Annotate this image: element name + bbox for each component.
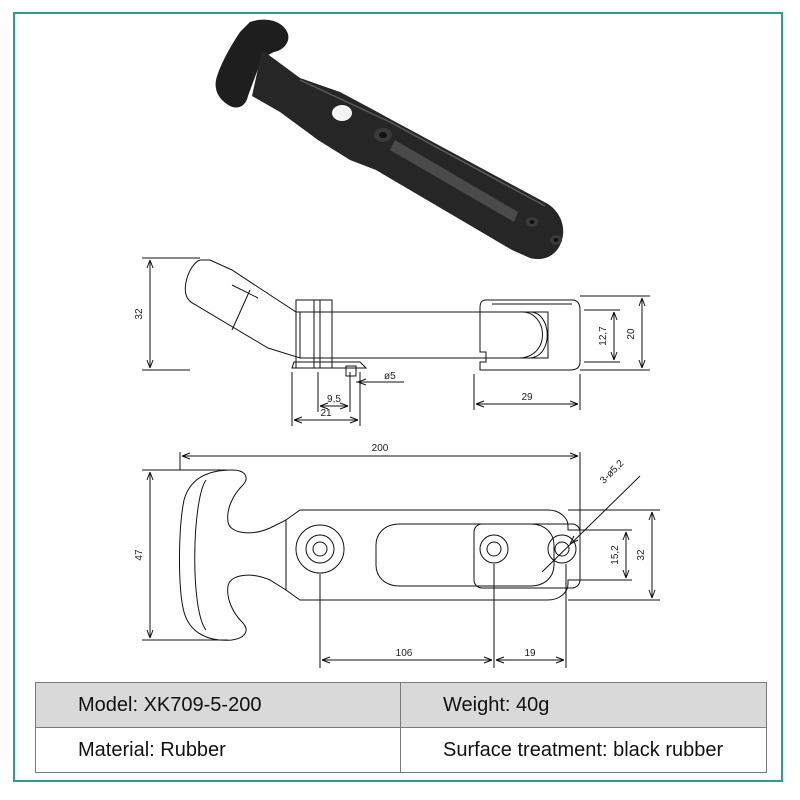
dim-label-15-2: 15,2: [610, 545, 621, 565]
dim-line: [568, 509, 660, 601]
spec-weight: Weight: 40g: [400, 682, 767, 728]
dim-label-29: 29: [521, 392, 533, 403]
dim-line: [179, 452, 581, 530]
dim-arrow: [146, 471, 154, 639]
side-view: [142, 257, 650, 426]
dim-label-hole-callout: 3-ø5,2: [598, 458, 627, 487]
dim-label-200: 200: [372, 443, 389, 454]
dim-arrow: [146, 259, 154, 369]
dim-arrow: [475, 400, 579, 408]
dim-label-47: 47: [134, 549, 145, 561]
top-view: [142, 452, 660, 668]
spec-model: Model: XK709-5-200: [35, 682, 401, 728]
dim-arrow: [293, 402, 359, 424]
dim-arrow: [622, 511, 656, 599]
dim-label-32-top: 32: [636, 549, 647, 561]
dim-label-32-side: 32: [134, 308, 145, 320]
top-hole-inner: [554, 541, 570, 557]
product-photo: [215, 19, 564, 260]
dim-line: [142, 257, 200, 371]
dim-line: [142, 469, 228, 641]
dim-arrow: [181, 452, 579, 460]
product-hole: [332, 105, 352, 121]
side-loop: [479, 299, 581, 371]
side-loop-inner: [519, 311, 543, 359]
side-pin: [345, 365, 357, 377]
top-plate: [473, 523, 581, 589]
dim-label-12-7: 12,7: [598, 326, 609, 346]
side-handle: [184, 259, 301, 359]
dim-arrow: [357, 378, 367, 386]
side-handle-line: [231, 289, 251, 331]
dim-line: [473, 374, 581, 410]
dim-line: [291, 372, 361, 426]
side-foot: [291, 361, 368, 369]
dim-label-20: 20: [626, 328, 637, 340]
top-t-inner: [194, 479, 207, 631]
top-hole-inner: [312, 541, 328, 557]
product-highlight: [299, 79, 546, 207]
spec-material: Material: Rubber: [35, 727, 401, 773]
top-hole-outer: [547, 534, 577, 564]
dimension-labels: 32 12,7 20 ø5 9,5 21 29 200 3-ø5,2 47 15…: [134, 308, 647, 659]
product-t-handle: [215, 19, 289, 108]
product-hole: [529, 220, 535, 224]
dim-arrow: [610, 297, 646, 369]
spec-table: Model: XK709-5-200 Weight: 40g Material:…: [35, 682, 767, 773]
product-hole: [553, 238, 559, 242]
dim-line: [319, 564, 567, 668]
top-hole-outer: [479, 534, 509, 564]
side-loop-inner: [529, 311, 548, 359]
dim-label-19: 19: [524, 648, 536, 659]
page-frame: [13, 12, 783, 782]
dim-line: [580, 295, 650, 371]
spec-row: Material: Rubber Surface treatment: blac…: [35, 727, 767, 773]
side-bar: [300, 311, 549, 359]
top-t-handle: [179, 469, 287, 641]
spec-surface: Surface treatment: black rubber: [400, 727, 767, 773]
dim-arrow: [569, 535, 579, 545]
dim-label-9-5: 9,5: [327, 394, 341, 405]
top-slot: [375, 523, 555, 587]
side-handle-line: [231, 284, 259, 299]
product-hole: [379, 132, 387, 138]
side-clip-line: [313, 300, 321, 368]
dim-label-hole-diameter: ø5: [384, 371, 396, 382]
top-hole-outer: [295, 524, 345, 574]
product-slot: [390, 140, 518, 222]
top-hole-inner: [486, 541, 502, 557]
dim-label-21: 21: [320, 408, 332, 419]
dim-leader: [541, 475, 641, 573]
top-hole-mid: [305, 534, 335, 564]
dim-arrow: [321, 656, 565, 664]
dim-label-106: 106: [396, 648, 413, 659]
spec-row: Model: XK709-5-200 Weight: 40g: [35, 682, 767, 728]
